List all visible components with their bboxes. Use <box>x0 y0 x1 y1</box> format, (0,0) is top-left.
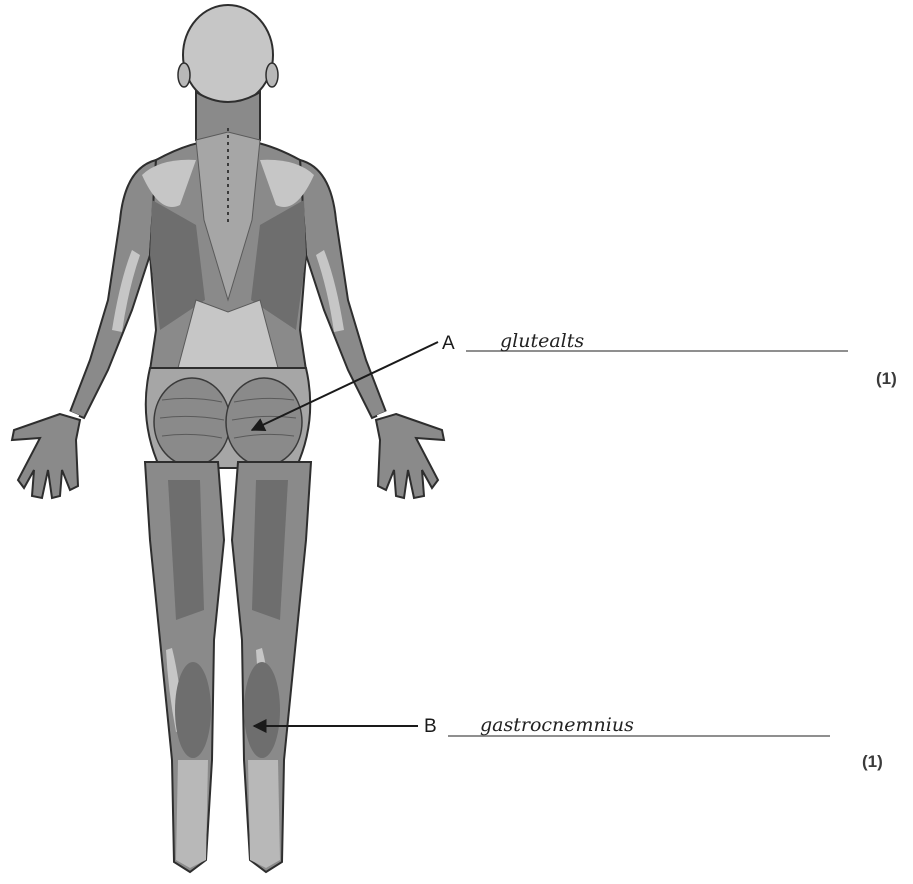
right-gluteus <box>226 378 302 466</box>
right-ankle <box>248 760 280 868</box>
right-ear <box>266 63 278 87</box>
head <box>183 5 273 105</box>
label-b-group: B gastrocnemnius (1) <box>254 714 883 771</box>
right-arm <box>300 160 386 418</box>
left-ear <box>178 63 190 87</box>
left-hand <box>12 414 80 498</box>
right-gastrocnemius <box>244 662 280 758</box>
label-b-answer: gastrocnemnius <box>480 714 634 736</box>
right-hand <box>376 414 444 498</box>
human-figure-back-view <box>12 5 444 872</box>
label-a-letter: A <box>442 333 455 354</box>
label-b-letter: B <box>424 716 437 737</box>
left-arm <box>70 160 156 418</box>
label-b-marks: (1) <box>862 752 883 771</box>
label-a-marks: (1) <box>876 369 897 388</box>
left-ankle <box>176 760 208 868</box>
left-gluteus <box>154 378 230 466</box>
left-gastrocnemius <box>175 662 211 758</box>
label-a-answer: glutealts <box>500 330 584 352</box>
